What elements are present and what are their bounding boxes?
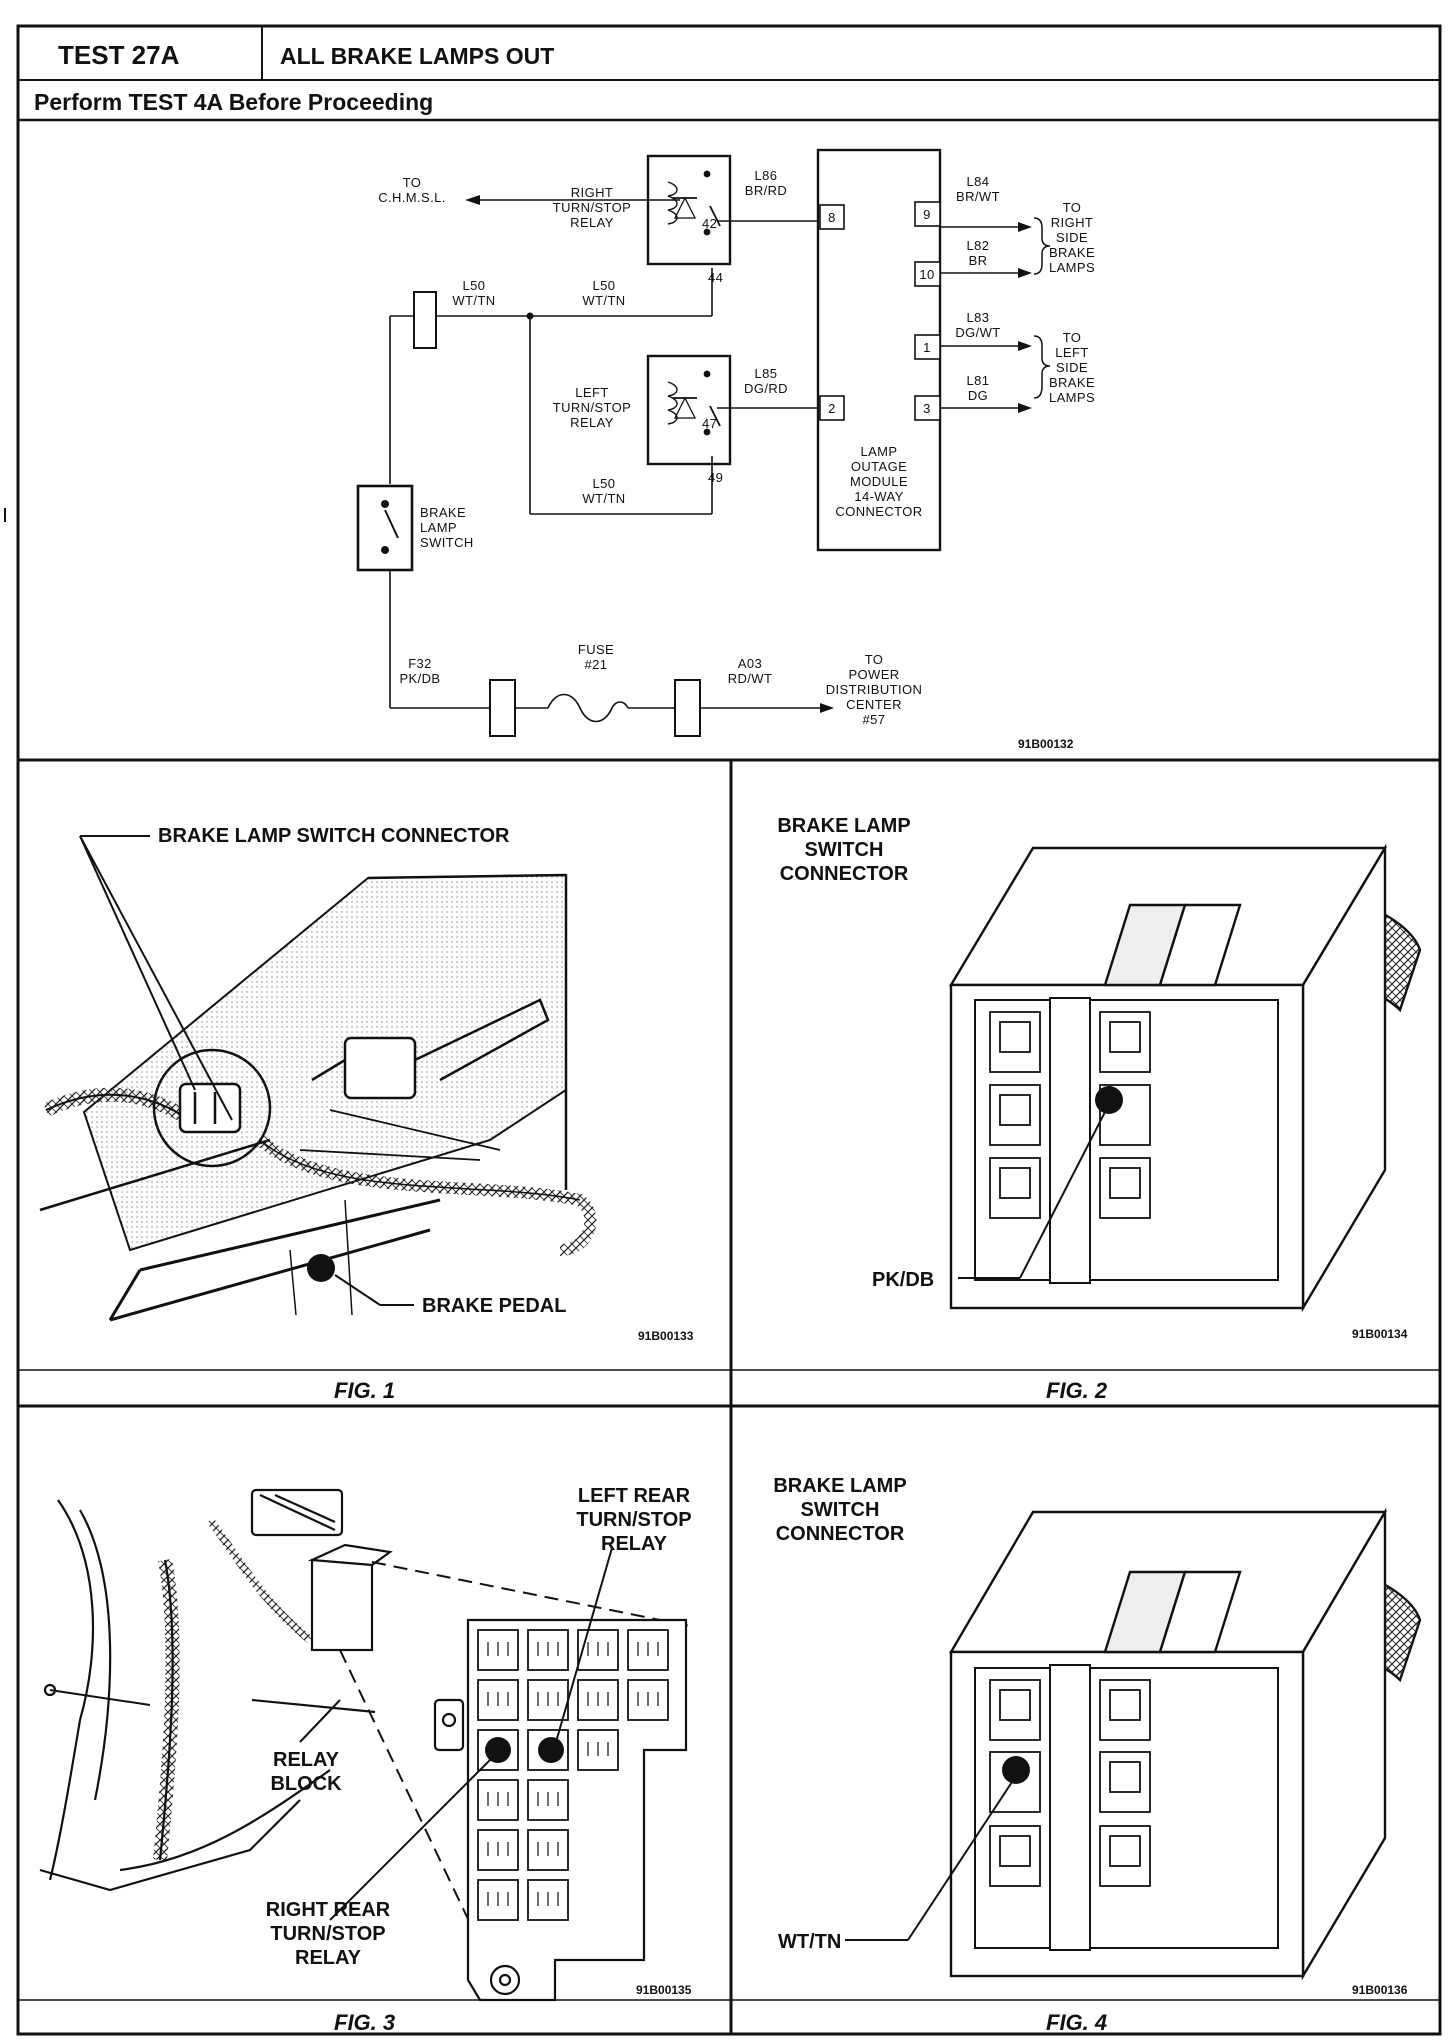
page-frame [4, 24, 1442, 2036]
fig2-connector-drawing [948, 843, 1422, 1313]
svg-text:2: 2 [828, 401, 836, 416]
relay-block-detail [433, 1618, 688, 2002]
fig2-code: 91B00134 [1352, 1327, 1408, 1341]
left-relay-symbol [646, 354, 732, 466]
brake-pedal-marker [307, 1254, 335, 1282]
lamp-outage-module [816, 148, 942, 552]
header: TEST 27A ALL BRAKE LAMPS OUT Perform TES… [34, 40, 554, 115]
svg-text:TOC.H.M.S.L.: TOC.H.M.S.L. [378, 175, 446, 205]
fig4-connector-drawing [948, 1507, 1422, 1981]
fig1-caption: FIG. 1 [334, 1378, 395, 1403]
fig3-leaders [299, 1547, 613, 1921]
svg-text:42: 42 [702, 216, 717, 231]
svg-text:44: 44 [708, 270, 723, 285]
fig4-leader [845, 1781, 1013, 1941]
fig4-callout: WT/TN [778, 1931, 841, 1953]
right-rear-relay-marker [485, 1737, 511, 1763]
fig3-caption: FIG. 3 [334, 2010, 395, 2035]
svg-text:3: 3 [923, 401, 931, 416]
svg-text:49: 49 [708, 470, 723, 485]
test-subtitle: Perform TEST 4A Before Proceeding [34, 89, 433, 115]
fig3-dashed-callout [339, 1561, 691, 1941]
svg-text:10: 10 [919, 267, 934, 282]
inline-connectors [413, 291, 701, 737]
fig4-caption: FIG. 4 [1046, 2010, 1107, 2035]
schematic-braces [1033, 217, 1051, 399]
test-title: ALL BRAKE LAMPS OUT [280, 43, 554, 69]
wt-tn-terminal-marker [1002, 1756, 1030, 1784]
schematic-wires [389, 199, 1020, 723]
fig1-connector-callout: BRAKE LAMP SWITCH CONNECTOR [158, 825, 510, 847]
fig2-callout: PK/DB [872, 1269, 934, 1291]
fig1-pedal-callout: BRAKE PEDAL [422, 1295, 566, 1317]
brake-lamp-switch-symbol [356, 484, 414, 572]
pk-db-terminal-marker [1095, 1086, 1123, 1114]
fig1-illustration [39, 873, 597, 1322]
svg-text:1: 1 [923, 340, 931, 355]
fig1-leaders [79, 835, 414, 1306]
fig2-caption: FIG. 2 [1046, 1378, 1108, 1403]
fig1-panel: BRAKE LAMP SWITCH CONNECTOR BRAKE PEDAL … [39, 825, 694, 1403]
svg-text:FUSE#21: FUSE#21 [578, 642, 614, 672]
right-relay-symbol [646, 154, 732, 266]
fig4-code: 91B00136 [1352, 1983, 1408, 1997]
svg-text:9: 9 [923, 207, 931, 222]
left-rear-relay-marker [538, 1737, 564, 1763]
schematic-arrows [465, 195, 1032, 713]
fig1-code: 91B00133 [638, 1329, 694, 1343]
test-id: TEST 27A [58, 40, 180, 70]
fig3-vehicle-drawing [39, 1488, 393, 1892]
schematic-code: 91B00132 [1018, 737, 1074, 751]
fig3-code: 91B00135 [636, 1983, 692, 1997]
fig2-leader [958, 1111, 1106, 1279]
svg-text:8: 8 [828, 210, 836, 225]
svg-text:47: 47 [702, 416, 717, 431]
